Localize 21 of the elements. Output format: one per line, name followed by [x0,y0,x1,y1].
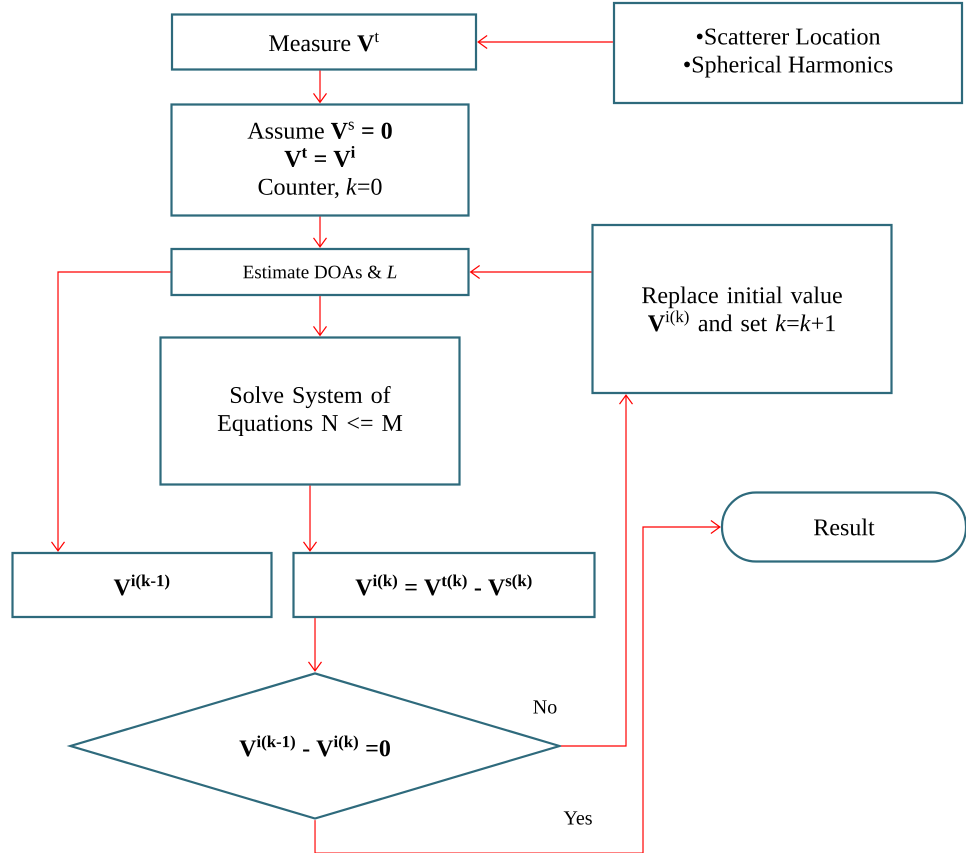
process-box: Replace initial value V$^{i(k)}$ and set k=k+1 [591,224,893,394]
process-box: Solve System of Equations N <= M [159,336,461,486]
process-box: Assume V$^{s}$ = 0 V$^{t}$ = V$^{i}$ Counter, k=0 [170,103,470,217]
edge-label: Yes [562,810,594,826]
arrow [313,216,327,248]
arrow [314,520,721,853]
process-box: V$^{i(k-1)}$ [11,552,273,618]
terminal-box: Result [720,491,966,563]
arrow [561,394,633,747]
arrow [313,70,327,104]
arrow [477,35,613,49]
arrow [303,486,317,552]
arrow [308,618,322,672]
edge-label: No [532,699,558,715]
arrow [313,296,327,336]
arrow [470,265,592,279]
arrow [51,271,170,552]
process-box: Measure V$^{t}$ [170,13,478,71]
process-box: V$^{i(k)}$ = V$^{t(k)}$ - V$^{s(k)}$ [292,552,596,618]
process-box: Estimate DOAs & L [170,248,470,296]
input-box: •Scatterer Location •Spherical Harmonics [612,2,964,104]
